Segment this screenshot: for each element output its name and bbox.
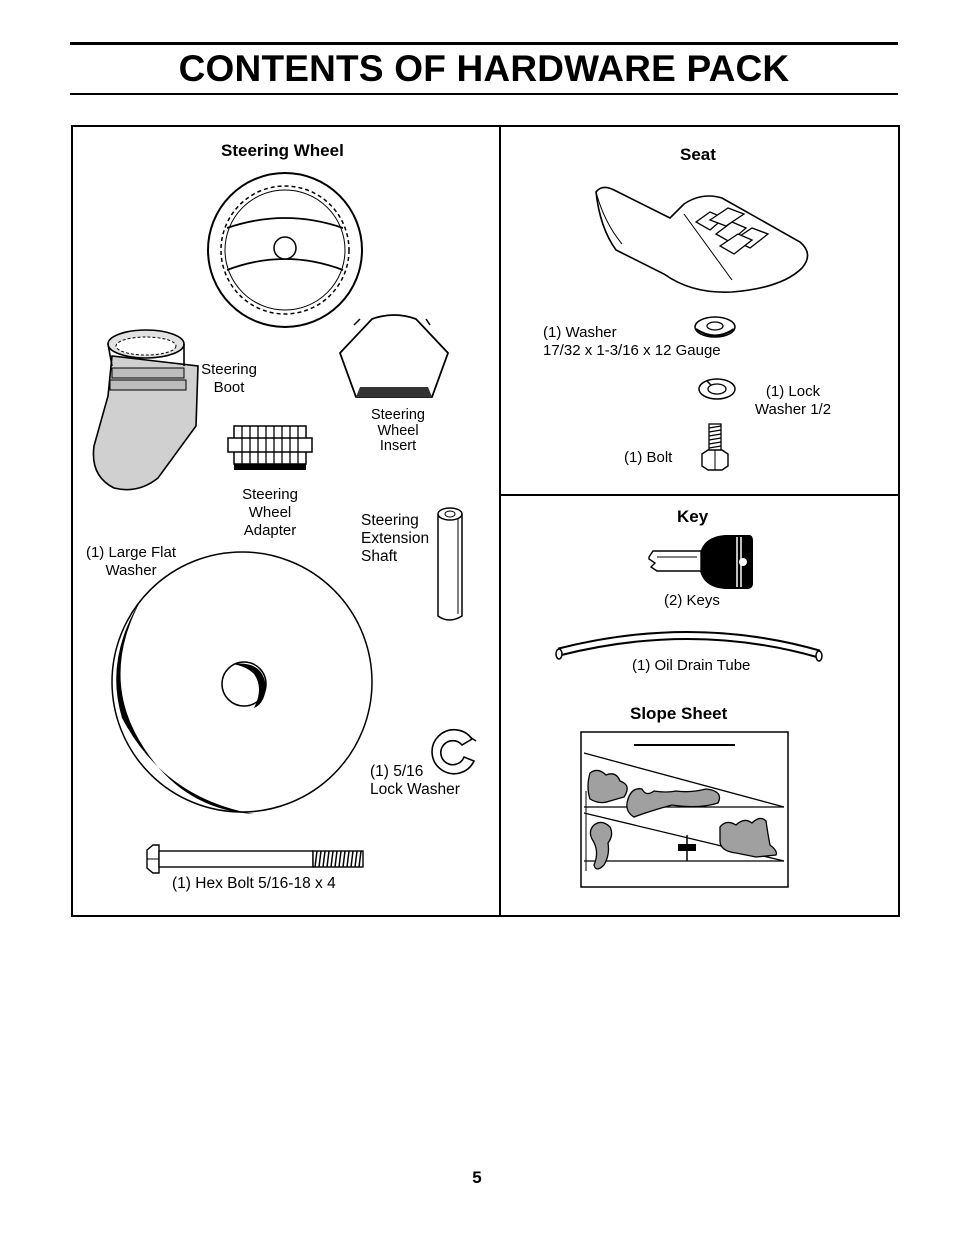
large-flat-washer-icon	[111, 551, 373, 814]
vertical-divider	[499, 125, 501, 917]
top-rule	[70, 42, 898, 45]
title-bottom-rule	[70, 93, 898, 95]
oil-drain-tube-icon	[555, 631, 823, 662]
seat-lock-washer-label: (1) Lock Washer 1/2	[754, 383, 832, 418]
lock-washer-icon	[431, 728, 477, 775]
page-title: CONTENTS OF HARDWARE PACK	[178, 48, 790, 89]
extension-shaft-icon	[437, 507, 463, 621]
hardware-frame	[71, 125, 900, 917]
bolt-icon	[701, 423, 729, 471]
keys-label: (2) Keys	[664, 592, 720, 609]
horizontal-divider	[499, 494, 900, 496]
hex-bolt-icon	[146, 844, 364, 874]
steering-extension-shaft-label: Steering Extension Shaft	[361, 512, 430, 565]
bolt-label: (1) Bolt	[624, 449, 673, 466]
oil-drain-tube-label: (1) Oil Drain Tube	[632, 657, 751, 674]
steering-wheel-adapter-icon	[227, 425, 313, 470]
steering-boot-label: Steering Boot	[201, 361, 257, 396]
steering-wheel-adapter-label: Steering Wheel Adapter	[242, 486, 298, 539]
seat-heading: Seat	[680, 145, 716, 164]
large-flat-washer-label: (1) Large Flat Washer	[85, 544, 177, 579]
lock-washer-5-16-label: (1) 5/16 Lock Washer	[370, 763, 460, 798]
slope-sheet-heading: Slope Sheet	[630, 704, 728, 723]
key-icon	[648, 535, 753, 589]
steering-wheel-heading: Steering Wheel	[221, 141, 344, 160]
seat-icon	[595, 186, 809, 293]
seat-lock-washer-icon	[698, 378, 736, 400]
steering-wheel-icon	[207, 172, 363, 328]
hex-bolt-label: (1) Hex Bolt 5/16-18 x 4	[172, 875, 336, 892]
steering-boot-icon	[92, 329, 199, 491]
washer-label: (1) Washer 17/32 x 1-3/16 x 12 Gauge	[543, 324, 721, 359]
steering-wheel-insert-icon	[338, 314, 450, 398]
page-number: 5	[472, 1168, 482, 1187]
slope-sheet-icon	[580, 731, 789, 888]
steering-wheel-insert-label: Steering Wheel Insert	[370, 407, 425, 454]
washer-icon	[694, 316, 736, 338]
key-heading: Key	[677, 507, 709, 526]
